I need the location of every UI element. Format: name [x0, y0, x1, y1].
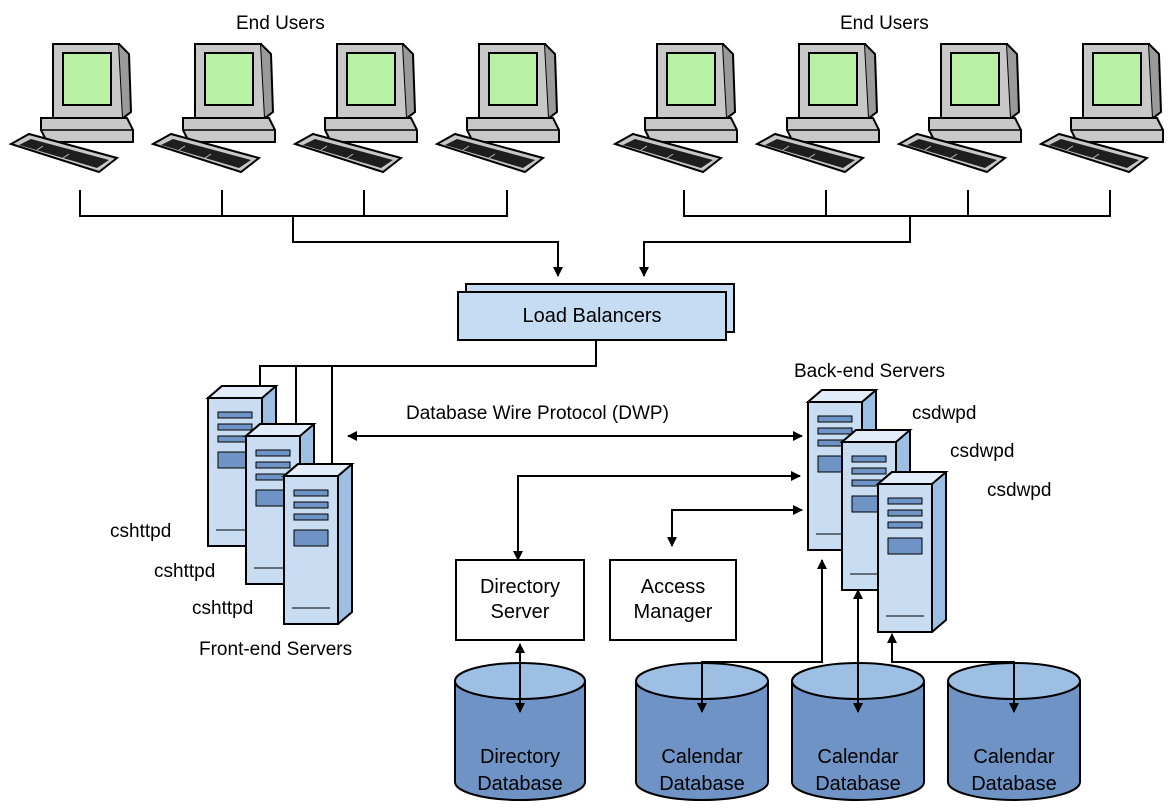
directory-database-label: Directory Database — [455, 744, 585, 798]
user-connection-lines — [79, 190, 1111, 277]
front-end-server-icon — [283, 463, 353, 625]
workstation-icon — [10, 43, 134, 173]
access-manager-label: Access Manager — [610, 560, 736, 640]
calendar-database-line1: Calendar — [973, 746, 1055, 768]
workstation-icon — [614, 43, 738, 173]
csdwpd-label: csdwpd — [912, 403, 977, 424]
directory-server-box — [455, 559, 585, 641]
access-manager-line2: Manager — [633, 601, 713, 623]
back-end-servers-label: Back-end Servers — [794, 361, 946, 382]
access-manager-line1: Access — [640, 576, 706, 598]
end-users-label-right: End Users — [840, 13, 929, 34]
calendar-database-line2: Database — [659, 773, 745, 795]
load-balancers-label: Load Balancers — [458, 292, 726, 340]
end-users-label-left: End Users — [236, 13, 325, 34]
calendar-database-line1: Calendar — [817, 746, 899, 768]
cshttpd-label: cshttpd — [154, 561, 216, 582]
calendar-database-line1: Calendar — [661, 746, 743, 768]
dwp-connection-lines — [347, 431, 803, 561]
directory-database-icon — [454, 662, 586, 801]
calendar-database-line2: Database — [971, 773, 1057, 795]
calendar-database-label: Calendar Database — [792, 744, 924, 798]
calendar-database-label: Calendar Database — [636, 744, 768, 798]
workstation-icon — [436, 43, 560, 173]
csdwpd-label: csdwpd — [987, 480, 1052, 501]
directory-server-line2: Server — [490, 601, 550, 623]
load-balancers-box — [457, 283, 735, 341]
workstation-icon — [1040, 43, 1164, 173]
load-balancers-text: Load Balancers — [522, 304, 662, 327]
workstation-icon — [756, 43, 880, 173]
dwp-label: Database Wire Protocol (DWP) — [406, 403, 669, 424]
workstation-icon — [152, 43, 276, 173]
workstation-icon — [898, 43, 1022, 173]
cshttpd-label: cshttpd — [110, 521, 172, 542]
cshttpd-label: cshttpd — [192, 598, 254, 619]
workstation-icon — [294, 43, 418, 173]
calendar-database-line2: Database — [815, 773, 901, 795]
directory-server-line1: Directory — [479, 576, 560, 598]
front-end-servers-label: Front-end Servers — [199, 639, 353, 660]
calendar-database-label: Calendar Database — [948, 744, 1080, 798]
csdwpd-label: csdwpd — [950, 441, 1015, 462]
back-end-server-icon — [877, 471, 947, 633]
database-connection-lines — [515, 559, 1019, 713]
directory-database-line2: Database — [477, 773, 563, 795]
directory-database-line1: Directory — [479, 746, 560, 768]
directory-server-label: Directory Server — [456, 560, 584, 640]
